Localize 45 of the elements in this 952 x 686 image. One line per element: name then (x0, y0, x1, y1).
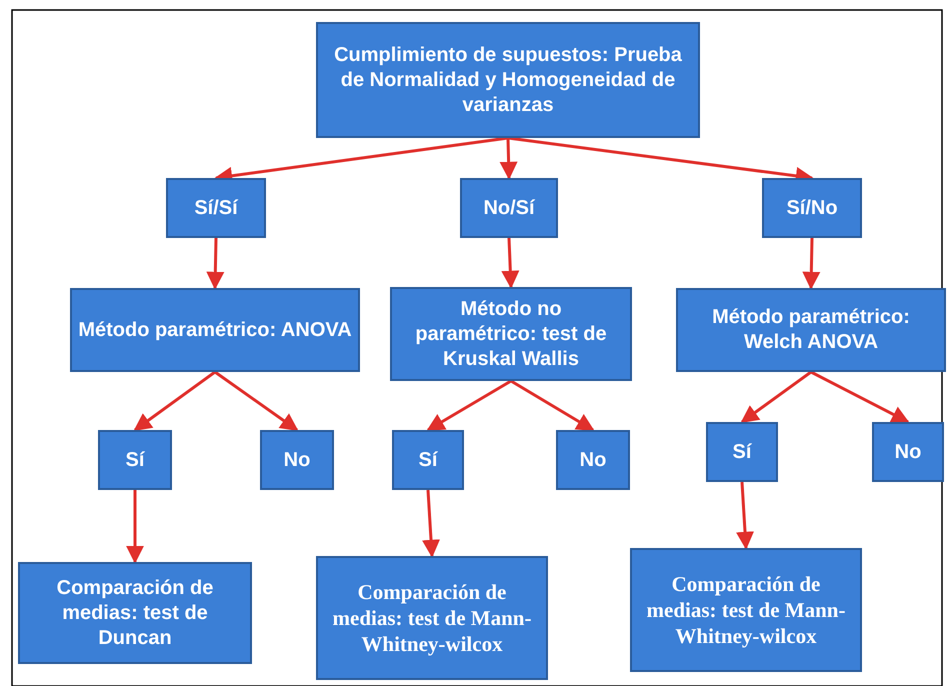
process-box (630, 548, 862, 672)
arrow (736, 482, 754, 550)
arrow (510, 380, 595, 432)
arrow (214, 370, 298, 432)
arrow (810, 370, 910, 424)
box-label: No (284, 448, 310, 472)
arrow (500, 138, 518, 180)
process-box (556, 430, 630, 490)
box-label: Comparación de medias: test de Duncan (56, 576, 214, 650)
arrow (802, 238, 820, 290)
box-label: Sí/Sí (194, 196, 238, 220)
process-box (872, 422, 944, 482)
arrow (422, 490, 440, 558)
process-box (316, 22, 700, 138)
box-label: Comparación de medias: test de Mann-Whitney-wilcox (646, 570, 846, 650)
box-label: Sí (418, 448, 438, 472)
arrow (426, 380, 512, 432)
box-label: Método no paramétrico: test de Kruskal Wallis (414, 296, 608, 372)
arrow (126, 490, 144, 564)
box-label: Sí (126, 448, 144, 472)
box-label: Comparación de medias: test de Mann-Whitney-wilcox (332, 578, 532, 658)
process-box (70, 288, 360, 372)
process-box (762, 178, 862, 238)
process-box (706, 422, 778, 482)
arrow (134, 370, 216, 432)
box-label: No (894, 440, 922, 464)
process-box (98, 430, 172, 490)
box-label: Sí/No (786, 196, 838, 220)
box-label: No/Sí (483, 196, 535, 220)
arrow (740, 370, 812, 424)
process-box (460, 178, 558, 238)
box-label: Método paramétrico: Welch ANOVA (711, 305, 911, 355)
process-box (390, 287, 632, 381)
box-label: No (580, 448, 606, 472)
box-label: Método paramétrico: ANOVA (78, 318, 352, 342)
arrow (206, 238, 224, 290)
process-box (316, 556, 548, 680)
process-box (18, 562, 252, 664)
box-label: Cumplimiento de supuestos: Prueba de Normalidad y Homogeneidad de varianzas (333, 42, 683, 118)
box-label: Sí (732, 440, 752, 464)
process-box (676, 288, 946, 372)
arrow (501, 238, 520, 289)
process-box (260, 430, 334, 490)
process-box (392, 430, 464, 490)
process-box (166, 178, 266, 238)
